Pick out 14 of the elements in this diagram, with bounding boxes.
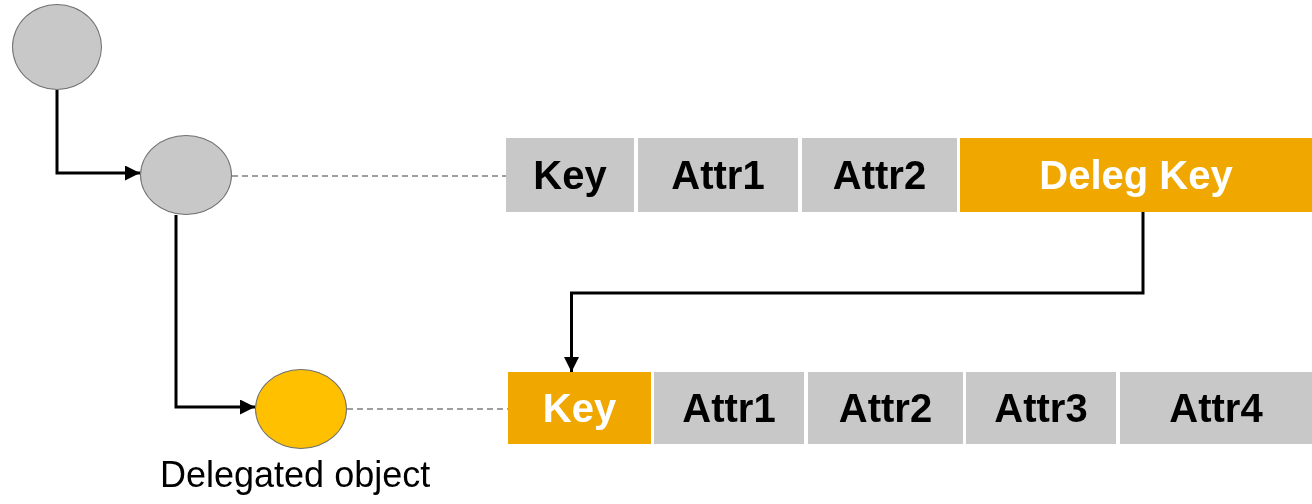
arrow [174,215,255,415]
table-cell: Key [508,372,651,444]
table-cell: Deleg Key [960,138,1312,212]
table-cell: Attr1 [638,138,798,212]
arrow [564,212,1145,372]
table-cell: Attr3 [966,372,1116,444]
table-cell: Attr4 [1120,372,1312,444]
dashed-line [231,175,507,177]
arrow [55,90,140,181]
table-cell: Attr1 [654,372,804,444]
node-caption: Delegated object [160,454,431,496]
table-cell: Attr2 [808,372,963,444]
table-cell: Key [506,138,634,212]
table-cell: Attr2 [802,138,957,212]
